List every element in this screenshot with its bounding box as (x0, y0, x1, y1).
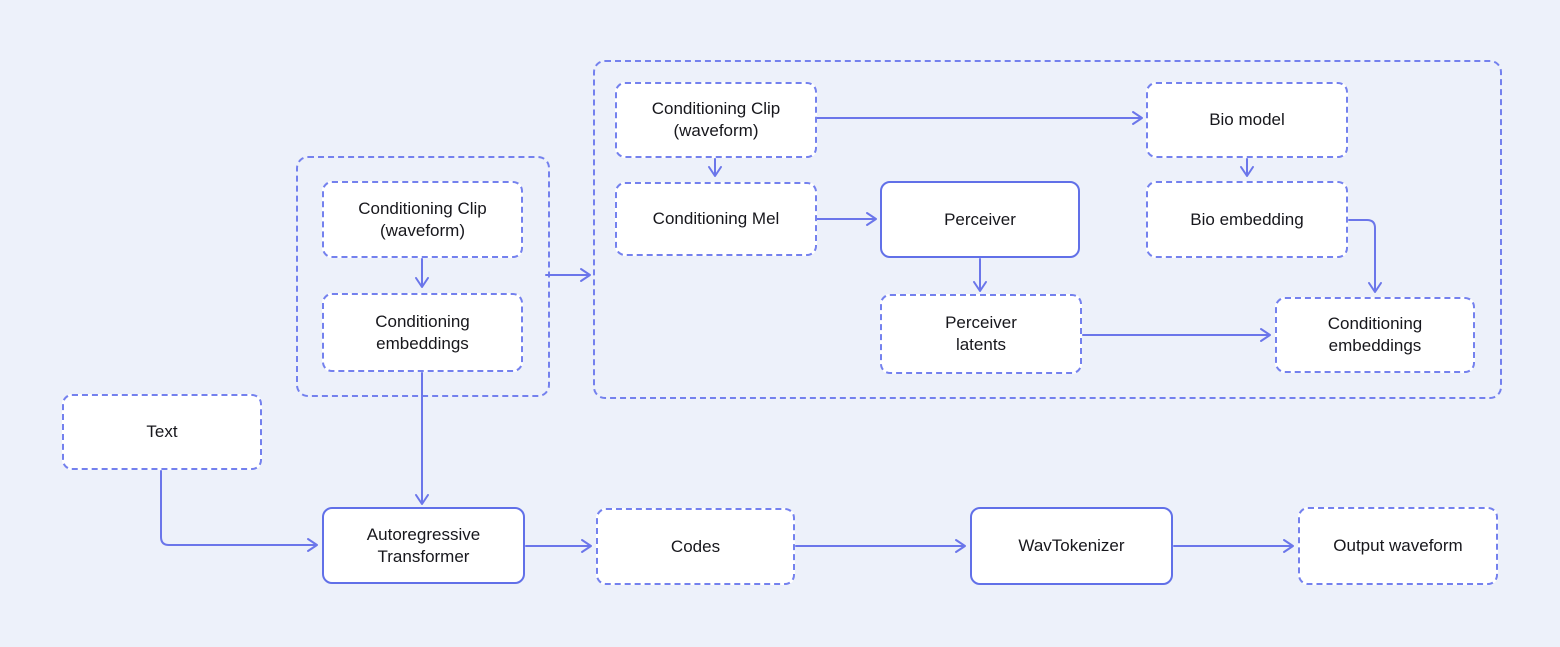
right-conditioning-group (593, 60, 1502, 399)
node-perceiver: Perceiver (880, 181, 1080, 258)
node-text: Text (62, 394, 262, 470)
node-autoregressive-transformer: Autoregressive Transformer (322, 507, 525, 584)
arrowhead-right-icon (581, 539, 592, 553)
node-conditioning-mel: Conditioning Mel (615, 182, 817, 256)
node-conditioning-clip-left: Conditioning Clip (waveform) (322, 181, 523, 258)
arrowhead-right-icon (1132, 111, 1143, 125)
node-wavtokenizer: WavTokenizer (970, 507, 1173, 585)
edge-text-at (160, 470, 316, 546)
node-output-waveform: Output waveform (1298, 507, 1498, 585)
arrowhead-right-icon (307, 538, 318, 552)
node-conditioning-clip-right: Conditioning Clip (waveform) (615, 82, 817, 158)
edge-bioemb-embR (1348, 219, 1376, 291)
arrowhead-down-icon (415, 277, 429, 288)
node-bio-embedding: Bio embedding (1146, 181, 1348, 258)
node-conditioning-embeddings-left: Conditioning embeddings (322, 293, 523, 372)
node-conditioning-embeddings-right: Conditioning embeddings (1275, 297, 1475, 373)
node-codes: Codes (596, 508, 795, 585)
arrowhead-down-icon (415, 494, 429, 505)
arrowhead-down-icon (1240, 166, 1254, 177)
arrowhead-down-icon (708, 166, 722, 177)
arrowhead-right-icon (1283, 539, 1294, 553)
arrowhead-right-icon (866, 212, 877, 226)
arrowhead-right-icon (955, 539, 966, 553)
arrowhead-right-icon (1260, 328, 1271, 342)
node-bio-model: Bio model (1146, 82, 1348, 158)
arrowhead-down-icon (1368, 282, 1382, 293)
arrowhead-right-icon (580, 268, 591, 282)
node-perceiver-latents: Perceiver latents (880, 294, 1082, 374)
arrowhead-down-icon (973, 281, 987, 292)
